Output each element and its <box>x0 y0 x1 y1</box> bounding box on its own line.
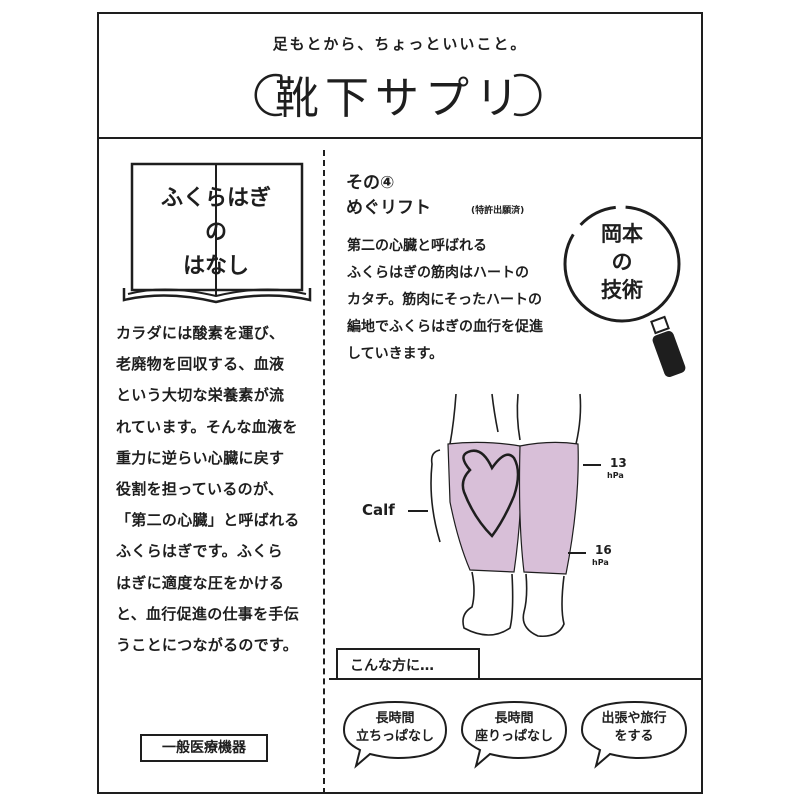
medical-device-badge: 一般医療機器 <box>140 734 268 762</box>
body-line: うことにつながるのです。 <box>116 636 299 655</box>
body-line: 老廃物を回収する、血液 <box>116 355 285 374</box>
okamoto-technology-label: 岡本 の 技術 <box>571 220 673 304</box>
magnifier-icon <box>560 204 700 388</box>
body-line: 重力に逆らい心臓に戻す <box>116 448 285 467</box>
calf-label: Calf <box>362 501 395 519</box>
bubble-line: 立ちっぱなし <box>355 729 434 744</box>
calf-pointer-line <box>408 510 428 512</box>
brand-name: 靴下サプリ <box>275 73 525 124</box>
bubble-line: 座りっぱなし <box>474 729 553 744</box>
brand-logo-shape <box>252 70 544 120</box>
tech-line: 技術 <box>601 278 643 302</box>
patent-note: (特許出願済) <box>471 206 525 216</box>
section-number: その④ <box>346 173 395 193</box>
tech-line: の <box>611 250 633 274</box>
calf-explanation-text: カラダには酸素を運び、 老廃物を回収する、血液 という大切な栄養素が流 れていま… <box>116 318 312 661</box>
body-line: 役割を担っているのが、 <box>116 480 284 499</box>
upper-pressure-pointer <box>583 464 601 466</box>
bubble-line: をする <box>614 729 654 744</box>
bottom-rule <box>329 678 703 680</box>
tech-line: 岡本 <box>601 222 643 246</box>
description-line: 第二の心臓と呼ばれる <box>347 238 487 254</box>
book-title-line: ふくらはぎ <box>160 186 271 211</box>
book-title: ふくらはぎ の はなし <box>150 182 282 284</box>
column-divider <box>323 150 325 794</box>
body-line: 「第二の心臓」と呼ばれる <box>116 511 300 530</box>
upper-pressure-unit: hPa <box>607 471 624 480</box>
body-line: という大切な栄養素が流 <box>116 386 285 405</box>
section-name: めぐリフト <box>346 198 431 218</box>
outer-frame <box>97 12 703 794</box>
body-line: ふくらはぎです。ふくら <box>116 542 283 561</box>
lower-pressure-pointer <box>568 552 586 554</box>
description-line: ふくらはぎの筋肉はハートの <box>347 265 529 281</box>
bubble-line: 出張や旅行 <box>601 711 667 726</box>
body-line: れています。そんな血液を <box>116 417 298 436</box>
product-description: 第二の心臓と呼ばれる ふくらはぎの筋肉はハートの カタチ。筋肉にそったハートの … <box>347 233 543 368</box>
target-label: こんな方に… <box>350 658 434 674</box>
speech-bubble-travel: 出張や旅行 をする <box>578 698 690 769</box>
book-title-line: の <box>204 220 227 245</box>
description-line: 編地でふくらはぎの血行を促進 <box>347 319 543 335</box>
tagline: 足もとから、ちょっといいこと。 <box>272 35 528 53</box>
lower-pressure-unit: hPa <box>592 558 609 567</box>
bubble-line: 長時間 <box>375 711 415 726</box>
description-line: カタチ。筋肉にそったハートの <box>347 292 543 308</box>
description-line: していきます。 <box>347 346 444 362</box>
calf-sleeve-illustration <box>420 392 620 656</box>
body-line: はぎに適度な圧をかける <box>116 573 285 592</box>
open-book-icon <box>116 150 316 309</box>
speech-bubble-standing: 長時間 立ちっぱなし <box>340 698 450 769</box>
header-divider <box>97 137 703 139</box>
body-line: と、血行促進の仕事を手伝 <box>116 604 300 623</box>
lower-pressure-value: 16 <box>595 543 612 557</box>
bubble-line: 長時間 <box>494 711 534 726</box>
upper-pressure-value: 13 <box>610 456 627 470</box>
speech-bubble-sitting: 長時間 座りっぱなし <box>458 698 570 769</box>
body-line: カラダには酸素を運び、 <box>116 324 285 342</box>
target-tab <box>336 648 480 678</box>
book-title-line: はなし <box>182 254 249 279</box>
